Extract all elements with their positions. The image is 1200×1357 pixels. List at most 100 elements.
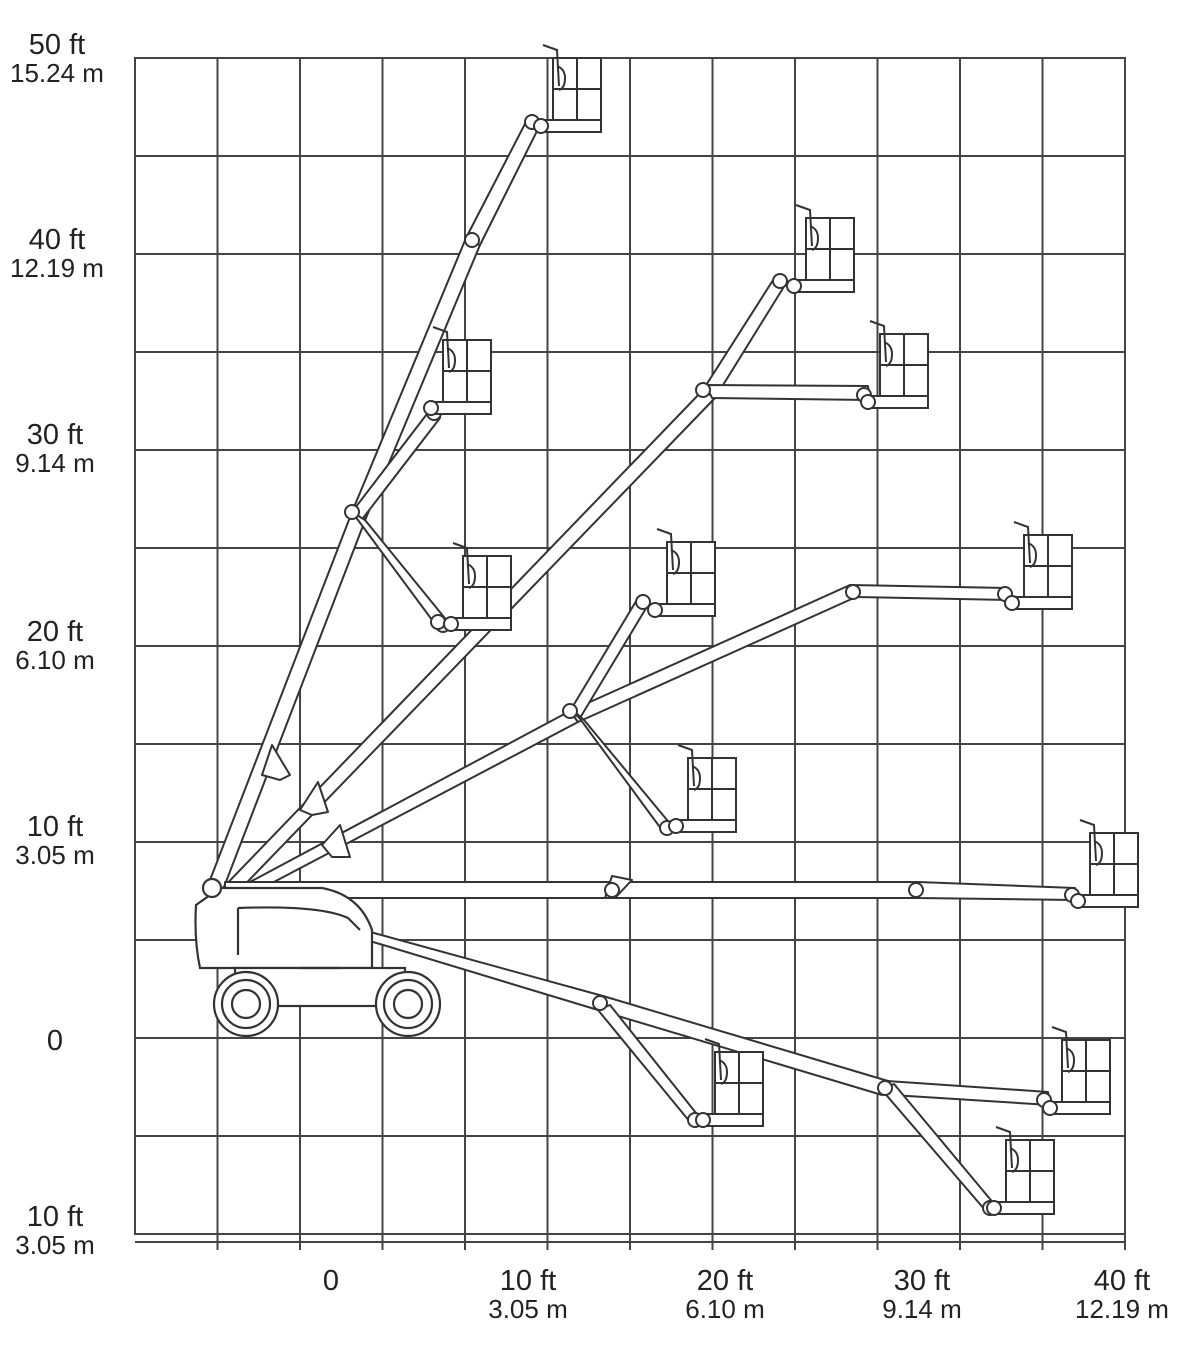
fly-jib-e2 xyxy=(705,384,871,401)
basket-part xyxy=(647,602,663,618)
basket-part xyxy=(1042,1100,1058,1116)
basket-platform xyxy=(443,542,512,632)
basket-part xyxy=(1009,1147,1020,1173)
basket-part xyxy=(706,1113,764,1127)
basket-platform xyxy=(647,528,716,618)
basket-part xyxy=(997,1201,1055,1215)
y-label-40: 40 ft 12.19 m xyxy=(10,224,104,284)
basket-part xyxy=(871,395,929,409)
basket-part xyxy=(691,765,702,791)
boom-joint xyxy=(772,273,788,289)
fly-jib-d2 xyxy=(351,511,449,629)
basket-part xyxy=(658,603,716,617)
y-label-10: 10 ft 3.05 m xyxy=(15,811,95,871)
boom-joint xyxy=(344,504,360,520)
basket-platform xyxy=(986,1126,1055,1216)
basket-part xyxy=(1081,894,1139,908)
basket-part xyxy=(432,326,450,369)
y-label-50: 50 ft 15.24 m xyxy=(10,29,104,89)
y-label-30: 30 ft 9.14 m xyxy=(15,419,95,479)
basket-part xyxy=(434,401,492,415)
basket-part xyxy=(677,744,695,787)
grid xyxy=(134,57,1126,1250)
x-axis-ticks xyxy=(216,1234,1126,1250)
boom-joint xyxy=(430,614,446,630)
basket-part xyxy=(1027,542,1038,568)
basket-platform xyxy=(695,1038,764,1128)
fly-jib-h xyxy=(917,881,1076,901)
basket-part xyxy=(443,616,459,632)
boom-joint xyxy=(635,594,651,610)
boom-joint xyxy=(695,382,711,398)
basket-part xyxy=(986,1200,1002,1216)
basket-part xyxy=(466,563,477,589)
basket-part xyxy=(860,394,876,410)
basket-part xyxy=(1015,596,1073,610)
basket-part xyxy=(1070,893,1086,909)
basket-part xyxy=(809,225,820,251)
basket-part xyxy=(544,119,602,133)
boom-joint xyxy=(877,1080,893,1096)
basket-part xyxy=(1053,1101,1111,1115)
basket-part xyxy=(542,44,560,87)
basket-part xyxy=(786,278,802,294)
basket-part xyxy=(1013,521,1031,564)
fly-jib-j1 xyxy=(887,1080,1051,1106)
x-label-10: 10 ft 3.05 m xyxy=(488,1265,568,1325)
basket-part xyxy=(423,400,439,416)
basket-part xyxy=(454,617,512,631)
basket-part xyxy=(883,341,894,367)
basket-part xyxy=(795,204,813,247)
basket-part xyxy=(1065,1047,1076,1073)
fly-jib-e1 xyxy=(702,276,786,399)
boom-lift-machine xyxy=(194,877,442,1038)
boom-pivot xyxy=(201,877,223,899)
basket-part xyxy=(670,549,681,575)
boom-joint xyxy=(562,703,578,719)
basket-part xyxy=(452,542,470,585)
boom-joint xyxy=(592,995,608,1011)
fly-jib-j2 xyxy=(881,1083,996,1211)
y-label-minus10: 10 ft 3.05 m xyxy=(15,1201,95,1261)
basket-platform xyxy=(533,44,602,134)
x-label-40: 40 ft 12.19 m xyxy=(1075,1265,1169,1325)
basket-part xyxy=(679,819,737,833)
basket-platform xyxy=(1042,1026,1111,1116)
fly-jib-g xyxy=(849,584,1011,601)
y-label-0: 0 xyxy=(46,1025,64,1057)
turntable xyxy=(194,886,374,970)
cylinder-2 xyxy=(299,781,329,816)
basket-part xyxy=(533,118,549,134)
basket-platform xyxy=(1070,819,1139,909)
front-wheel xyxy=(212,970,280,1038)
boom-positions xyxy=(204,117,1076,1211)
boom-joint xyxy=(845,584,861,600)
basket-part xyxy=(446,347,457,373)
basket-platform xyxy=(1004,521,1073,611)
basket-part xyxy=(668,818,684,834)
basket-part xyxy=(995,1126,1013,1169)
basket-platform xyxy=(423,326,492,416)
basket-part xyxy=(718,1059,729,1085)
basket-part xyxy=(797,279,855,293)
fly-jib-top xyxy=(465,117,541,246)
boom-joint xyxy=(464,232,480,248)
rear-wheel xyxy=(374,970,442,1038)
basket-platform xyxy=(786,204,855,294)
basket-platform xyxy=(860,320,929,410)
basket-part xyxy=(656,528,674,571)
basket-part xyxy=(704,1038,722,1081)
basket-part xyxy=(869,320,887,363)
x-label-30: 30 ft 9.14 m xyxy=(882,1265,962,1325)
cylinder-1 xyxy=(261,744,291,781)
turntable-inner xyxy=(236,906,361,955)
grid-lines xyxy=(135,58,1125,1234)
basket-part xyxy=(1093,840,1104,866)
basket-part xyxy=(556,65,567,91)
boom-joint xyxy=(604,882,620,898)
basket-part xyxy=(1004,595,1020,611)
y-label-20: 20 ft 6.10 m xyxy=(15,616,95,676)
x-label-0: 0 xyxy=(322,1265,340,1297)
basket-part xyxy=(695,1112,711,1128)
